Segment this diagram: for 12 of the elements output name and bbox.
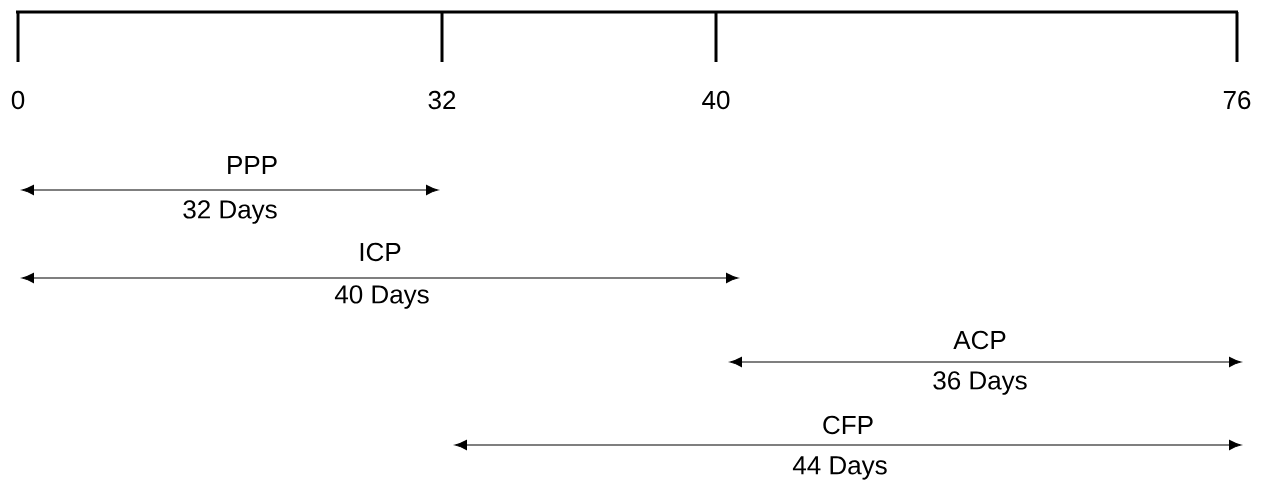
tick-label: 32 <box>428 90 456 110</box>
duration-label: 36 Days <box>933 371 1027 395</box>
duration-label: 32 Days <box>183 200 277 224</box>
duration-label: 40 Days <box>334 285 429 309</box>
tick-label: 40 <box>702 90 730 110</box>
tick-label: 76 <box>1223 90 1251 110</box>
period-label: ICP <box>360 242 401 262</box>
period-label: CFP <box>823 415 873 435</box>
period-label: ACP <box>953 330 1006 350</box>
duration-label: 44 Days <box>792 456 887 480</box>
period-label: PPP <box>228 156 277 174</box>
tick-label: 0 <box>11 90 25 110</box>
